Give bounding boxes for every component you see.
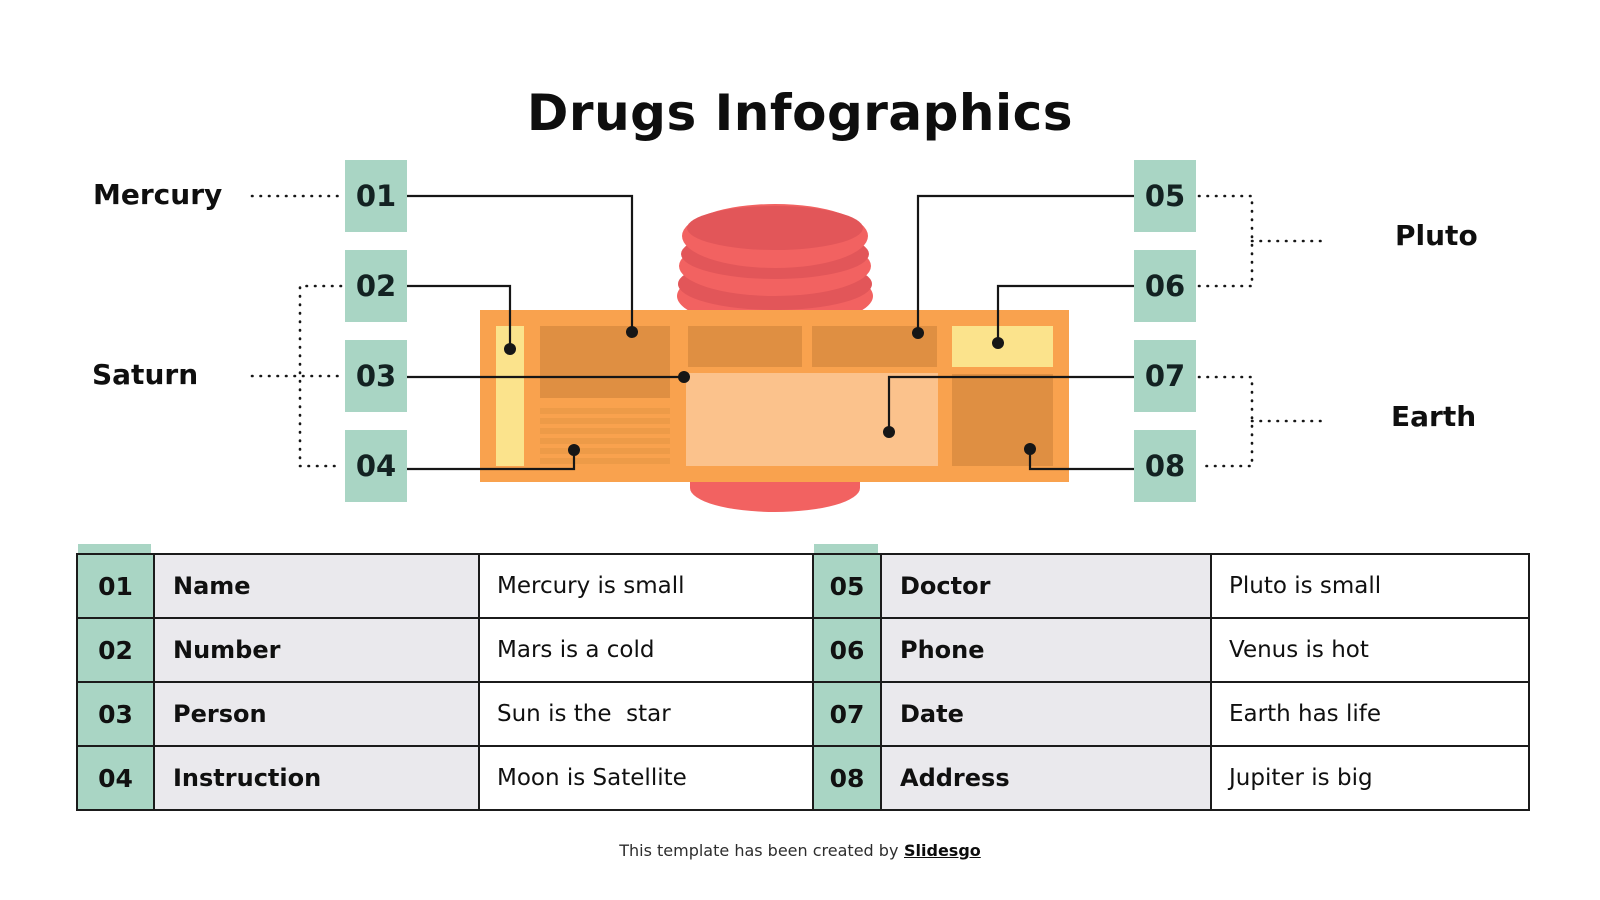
row-value: Moon is Satellite (478, 745, 814, 811)
row-number: 04 (76, 745, 155, 811)
connector-01 (407, 194, 634, 331)
planet-label-mercury: Mercury (93, 178, 223, 211)
dotted-links (250, 194, 1328, 468)
marker-02: 02 (345, 250, 407, 322)
row-number: 01 (76, 553, 155, 619)
connector-02 (407, 284, 512, 349)
footer-credit: This template has been created by Slidesg… (0, 841, 1600, 860)
row-number: 08 (812, 745, 882, 811)
connector-04 (407, 451, 576, 471)
marker-07: 07 (1134, 340, 1196, 412)
connector-06-dot (992, 337, 1004, 349)
row-label: Person (153, 681, 480, 747)
label-panel-center (686, 373, 938, 466)
table-mint-tab-left (78, 544, 151, 554)
footer-text: This template has been created by (619, 841, 899, 860)
table-row: 02 Number Mars is a cold 06 Phone Venus … (76, 617, 1530, 683)
info-table: 01 Name Mercury is small 05 Doctor Pluto… (76, 553, 1530, 811)
row-label: Doctor (880, 553, 1212, 619)
bottle-cap (677, 204, 873, 327)
marker-01: 01 (345, 160, 407, 232)
row-label: Instruction (153, 745, 480, 811)
label-text-lines (540, 408, 670, 464)
row-number: 05 (812, 553, 882, 619)
connector-06 (996, 284, 1134, 343)
table-row: 03 Person Sun is the star 07 Date Earth … (76, 681, 1530, 747)
connector-05 (916, 194, 1134, 332)
row-value: Sun is the star (478, 681, 814, 747)
row-value: Pluto is small (1210, 553, 1530, 619)
row-value: Venus is hot (1210, 617, 1530, 683)
table-mint-tab-right (814, 544, 878, 554)
marker-08: 08 (1134, 430, 1196, 502)
planet-label-saturn: Saturn (92, 358, 199, 391)
row-label: Name (153, 553, 480, 619)
connector-07 (887, 375, 1134, 431)
connector-01-dot (626, 326, 638, 338)
planet-label-pluto: Pluto (1395, 219, 1478, 252)
connector-lines (407, 194, 1134, 471)
connector-02-dot (504, 343, 516, 355)
label-panel-bottom-right (952, 374, 1053, 466)
marker-06: 06 (1134, 250, 1196, 322)
connector-07-dot (883, 426, 895, 438)
dotted-pluto-bracket (1197, 194, 1254, 288)
connector-03-dot (678, 371, 690, 383)
connector-04-dot (568, 444, 580, 456)
marker-03: 03 (345, 340, 407, 412)
table-row: 01 Name Mercury is small 05 Doctor Pluto… (76, 553, 1530, 619)
row-label: Number (153, 617, 480, 683)
pill-bottle-illustration (480, 204, 1069, 512)
connector-08-dot (1024, 443, 1036, 455)
row-number: 06 (812, 617, 882, 683)
row-value: Mercury is small (478, 553, 814, 619)
dotted-earth-bracket (1197, 375, 1254, 468)
table-row: 04 Instruction Moon is Satellite 08 Addr… (76, 745, 1530, 811)
row-label: Phone (880, 617, 1212, 683)
row-number: 02 (76, 617, 155, 683)
row-value: Earth has life (1210, 681, 1530, 747)
marker-04: 04 (345, 430, 407, 502)
label-panel-mid-a (688, 326, 802, 367)
connector-08 (1028, 450, 1134, 471)
bottle-label (480, 310, 1069, 482)
row-label: Address (880, 745, 1212, 811)
label-panel-top-left (540, 326, 670, 398)
row-value: Jupiter is big (1210, 745, 1530, 811)
row-value: Mars is a cold (478, 617, 814, 683)
connector-05-dot (912, 327, 924, 339)
planet-label-earth: Earth (1391, 400, 1477, 433)
row-number: 03 (76, 681, 155, 747)
row-label: Date (880, 681, 1212, 747)
page-title: Drugs Infographics (526, 84, 1074, 142)
slidesgo-link[interactable]: Slidesgo (904, 841, 981, 860)
marker-05: 05 (1134, 160, 1196, 232)
row-number: 07 (812, 681, 882, 747)
